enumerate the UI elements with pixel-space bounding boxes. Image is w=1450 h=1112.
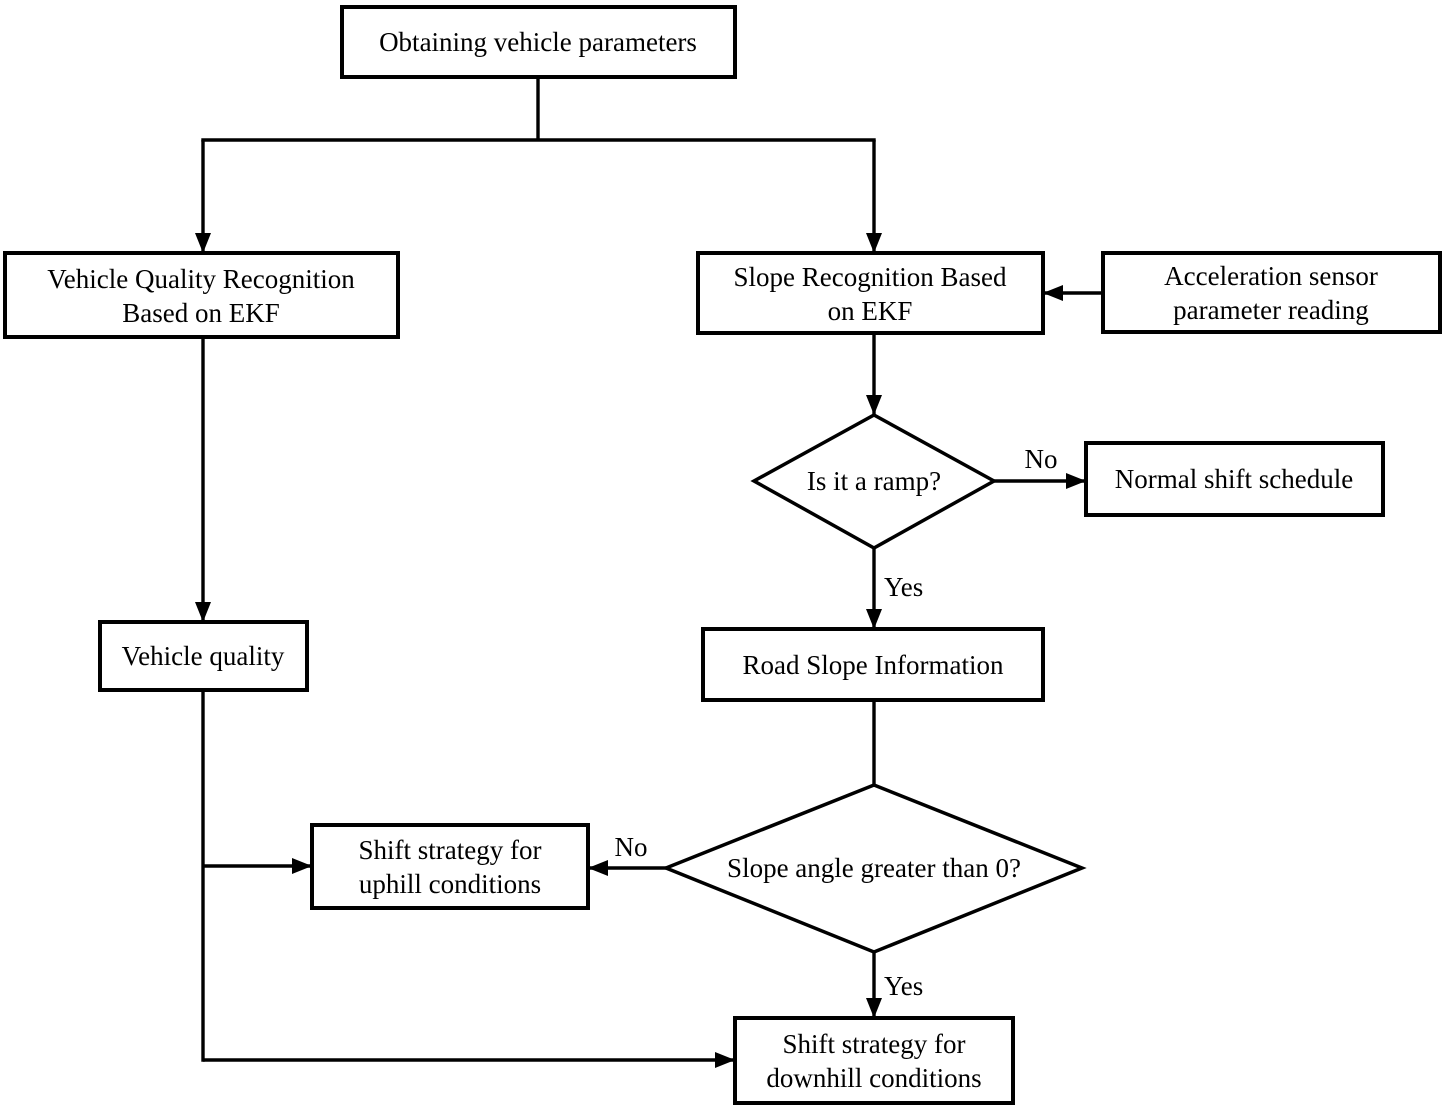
edge-label-ramp-yes: Yes (884, 572, 923, 602)
label-uphill-strategy-line2: uphill conditions (359, 869, 541, 899)
decision-slope-angle-gt-zero (661, 783, 1087, 954)
label-obtaining-vehicle-parameters: Obtaining vehicle parameters (379, 27, 697, 57)
label-slope-recognition-line1: Slope Recognition Based (734, 262, 1007, 292)
label-normal-shift-schedule: Normal shift schedule (1115, 464, 1353, 494)
node-vehicle-quality (98, 620, 309, 692)
decision-is-it-a-ramp (750, 413, 998, 551)
label-vehicle-quality: Vehicle quality (122, 641, 285, 671)
node-obtaining-vehicle-parameters (340, 5, 737, 79)
label-uphill-strategy-line1: Shift strategy for (359, 835, 542, 865)
labels-group: Obtaining vehicle parameters Vehicle Qua… (47, 27, 1378, 1093)
edge-label-ramp-no: No (1025, 444, 1058, 474)
node-uphill-strategy (310, 823, 590, 910)
label-is-it-a-ramp: Is it a ramp? (807, 466, 941, 496)
label-road-slope-information: Road Slope Information (743, 650, 1004, 680)
edge-label-angle-no: No (615, 832, 648, 862)
label-slope-recognition-line2: on EKF (828, 296, 913, 326)
node-road-slope-information (701, 627, 1045, 702)
label-downhill-strategy-line2: downhill conditions (766, 1063, 981, 1093)
node-acceleration-sensor (1101, 251, 1442, 334)
edge-label-angle-yes: Yes (884, 971, 923, 1001)
label-downhill-strategy-line1: Shift strategy for (783, 1029, 966, 1059)
node-vehicle-quality-recognition (3, 251, 400, 339)
label-vehicle-quality-recognition-line1: Vehicle Quality Recognition (47, 264, 355, 294)
label-slope-angle-gt-zero: Slope angle greater than 0? (727, 853, 1021, 883)
node-slope-recognition (696, 251, 1045, 335)
label-acceleration-sensor-line1: Acceleration sensor (1164, 261, 1378, 291)
label-vehicle-quality-recognition-line2: Based on EKF (122, 298, 280, 328)
edges-group (195, 77, 1103, 1068)
node-normal-shift-schedule (1084, 441, 1385, 517)
node-downhill-strategy (733, 1016, 1015, 1105)
nodes-group (3, 5, 1442, 1105)
label-acceleration-sensor-line2: parameter reading (1173, 295, 1369, 325)
